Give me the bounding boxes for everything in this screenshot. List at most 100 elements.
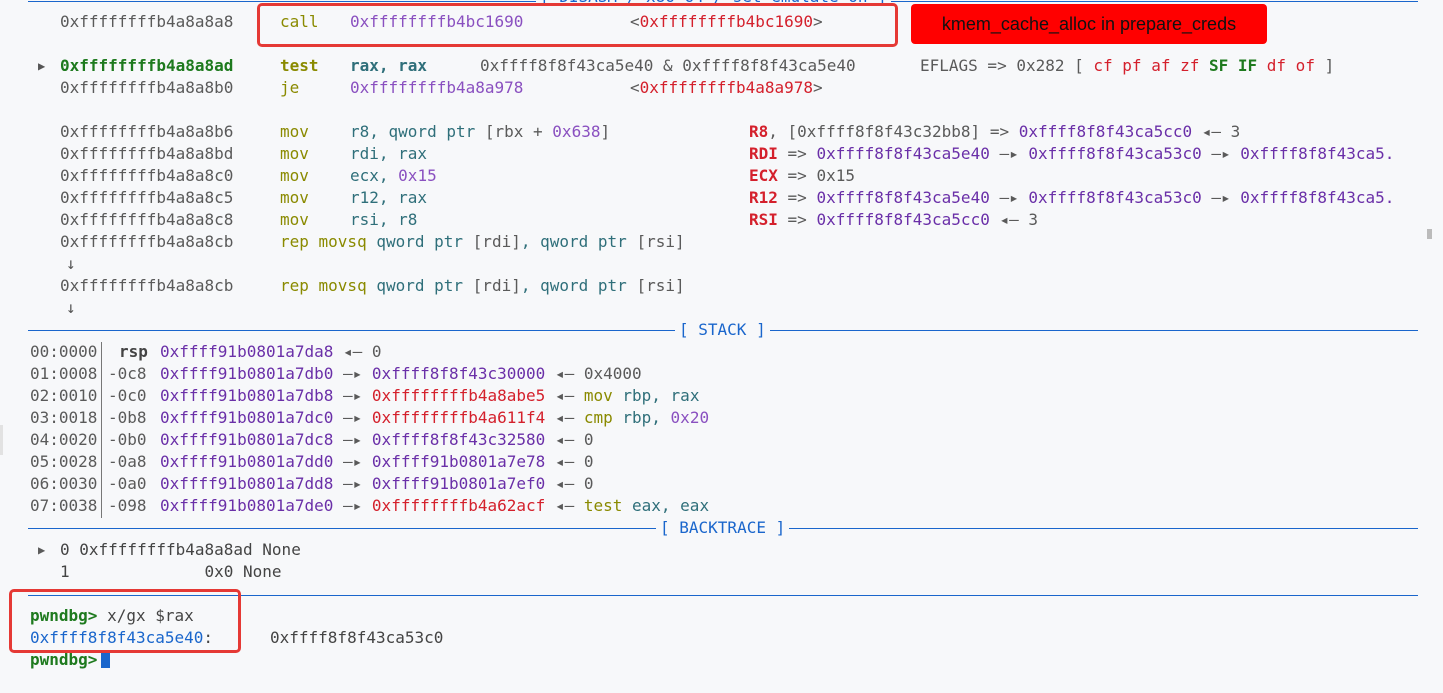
console-separator (28, 595, 1418, 596)
annotation-segment: —▸ (1201, 188, 1241, 207)
result-colon: : (203, 628, 214, 647)
stack-value: 0xffff91b0801a7dc0 —▸ 0xffffffffb4a611f4… (160, 407, 709, 429)
register-annotation: R8, [0xffff8f8f43c32bb8] => 0xffff8f8f43… (749, 121, 1240, 143)
value-segment: —▸ (333, 452, 372, 471)
instruction-address: 0xffffffffb4a8a8c8 (60, 210, 234, 229)
operand-segment: rdi, rax (350, 144, 428, 163)
command-text: x/gx $rax (97, 606, 194, 625)
disasm-line: ↓ (0, 297, 1430, 319)
mnemonic: call (280, 12, 319, 31)
operand-segment: 0x15 (398, 166, 437, 185)
annotation-segment: R12 (749, 188, 778, 207)
register-annotation: RDI => 0xffff8f8f43ca5e40 —▸ 0xffff8f8f4… (749, 143, 1394, 165)
result-address: 0xffff8f8f43ca5e40 (30, 628, 204, 647)
operand-segment: ecx, (350, 166, 399, 185)
comment-segment: 0xffff8f8f43ca5e40 & 0xffff8f8f43ca5e40 (480, 56, 856, 75)
instruction-address: 0xffffffffb4a8a8bd (60, 144, 234, 163)
branch-target: <0xffffffffb4a8a978> (630, 77, 823, 99)
annotation-segment: RSI (749, 210, 778, 229)
value-segment: eax, eax (622, 496, 710, 515)
console-input-line[interactable]: pwndbg> (0, 649, 1430, 671)
stack-value: 0xffff91b0801a7dd0 —▸ 0xffff91b0801a7e78… (160, 451, 593, 473)
annotation-segment: —▸ (989, 188, 1029, 207)
flag-segment: cf pf af zf (1093, 56, 1209, 75)
frame-text: 0 0xffffffffb4a8a8ad None (60, 540, 301, 559)
operand-segment: , qword ptr (520, 276, 637, 295)
stack-entry: 00:0000 rsp 0xffff91b0801a7da8 ◂— 0 (0, 341, 1430, 363)
value-segment: rbp, (612, 408, 671, 427)
instruction-address: 0xffffffffb4a8a8cb (60, 232, 234, 251)
operands: 0xffffffffb4bc1690 (350, 11, 523, 33)
value-segment: ◂— (545, 408, 584, 427)
instruction-address: 0xffffffffb4a8a8b6 (60, 122, 234, 141)
flag-segment: SF IF (1208, 56, 1267, 75)
value-segment: ◂— 0 (545, 452, 594, 471)
stack-value: 0xffff91b0801a7da8 ◂— 0 (160, 341, 382, 363)
operand-segment: [rdi] (472, 232, 521, 251)
prompt: pwndbg> (30, 606, 98, 625)
mnemonic: mov (280, 210, 309, 229)
annotation-note: kmem_cache_alloc in prepare_creds (911, 4, 1267, 44)
annotation-segment: 0xffff8f8f43ca5e40 (816, 188, 990, 207)
target-segment: < (630, 12, 640, 31)
stack-offset: -0c0 (108, 386, 147, 405)
annotation-segment: 0xffff8f8f43ca5. (1240, 144, 1395, 163)
operand-segment: rax, rax (350, 56, 428, 75)
console-command-line[interactable]: pwndbg> x/gx $rax (0, 605, 1430, 627)
mnemonic: rep movsq (280, 276, 367, 295)
scrollbar-thumb[interactable] (1427, 229, 1432, 239)
stack-offset: -0a8 (108, 452, 147, 471)
stack-offset: rsp (119, 342, 148, 361)
disasm-line: 0xffffffffb4a8a8bd mov rdi, rax RDI => 0xff… (0, 143, 1430, 165)
instruction-address: 0xffffffffb4a8a8c0 (60, 166, 234, 185)
jump-arrow-icon: ↓ (66, 254, 76, 273)
operand-segment: qword ptr (366, 276, 473, 295)
register-annotation: RSI => 0xffff8f8f43ca5cc0 ◂— 3 (749, 209, 1038, 231)
target-segment: < (630, 78, 640, 97)
mnemonic: mov (280, 166, 309, 185)
mnemonic: mov (280, 144, 309, 163)
stack-index: 00:0000 (30, 342, 98, 361)
annotation-segment: => (777, 188, 817, 207)
instruction-address: 0xffffffffb4a8a8cb (60, 276, 234, 295)
target-segment: > (813, 78, 823, 97)
operand-segment: [rbx + (484, 122, 553, 141)
current-instruction-marker-icon: ▶ (38, 59, 46, 73)
operand-segment: qword ptr (366, 232, 473, 251)
stack-value: 0xffff91b0801a7db8 —▸ 0xffffffffb4a8abe5… (160, 385, 699, 407)
annotation-segment: 0xffff8f8f43ca53c0 (1028, 188, 1202, 207)
value-segment: ◂— 0 (545, 474, 594, 493)
stack-index: 04:0020 (30, 430, 98, 449)
annotation-segment: 0xffff8f8f43ca53c0 (1028, 144, 1202, 163)
operand-segment: ] (600, 122, 611, 141)
stack-header: [ STACK ] (675, 319, 770, 341)
stack-offset: -0b0 (108, 430, 147, 449)
target-segment: > (813, 12, 823, 31)
console-output-line: 0xffff8f8f43ca5e40: 0xffff8f8f43ca53c0 (0, 627, 1430, 649)
backtrace-frame[interactable]: ▶0 0xffffffffb4a8a8ad None (0, 539, 1430, 561)
annotation-segment: —▸ (1201, 144, 1241, 163)
value-segment: mov (583, 386, 613, 405)
disasm-line: ↓ (0, 253, 1430, 275)
annotation-segment: RDI (749, 144, 778, 163)
operands: r8, qword ptr [rbx + 0x638] (350, 121, 610, 143)
stack-offset: -0b8 (108, 408, 147, 427)
instruction-address: 0xffffffffb4a8a8ad (60, 56, 234, 75)
backtrace-frame[interactable]: 1 0x0 None (0, 561, 1430, 583)
value-segment: 0xffff91b0801a7db8 (160, 386, 334, 405)
instruction: rep movsq qword ptr [rdi], qword ptr [rs… (280, 275, 685, 297)
emulation-comment: 0xffff8f8f43ca5e40 & 0xffff8f8f43ca5e40 (480, 55, 856, 77)
instruction-address: 0xffffffffb4a8a8b0 (60, 78, 234, 97)
prompt: pwndbg> (30, 650, 98, 669)
